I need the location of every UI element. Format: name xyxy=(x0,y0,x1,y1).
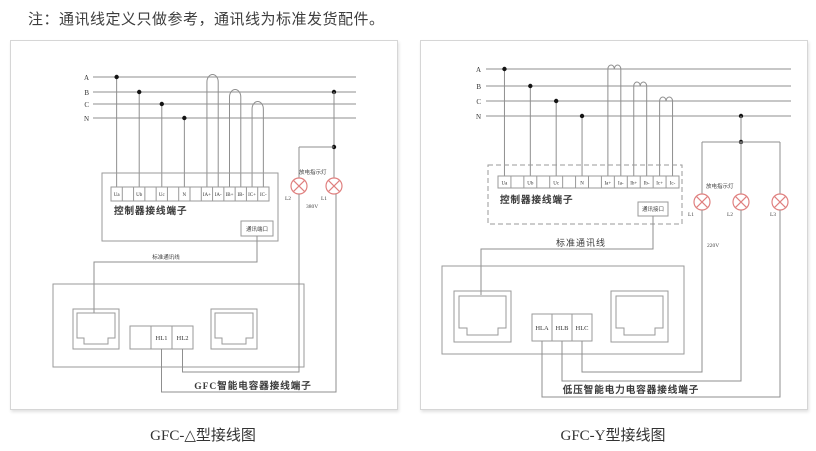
terminal-label: Ib- xyxy=(644,182,650,187)
comm-port-label: 通讯端口 xyxy=(246,225,268,233)
ct-coil-c xyxy=(251,101,264,187)
rj45-jack-right xyxy=(210,308,258,350)
capacitor-label: 低压智能电力电容器接线端子 xyxy=(562,384,700,396)
terminal-label: Ub xyxy=(527,182,534,187)
terminal-label: IA+ xyxy=(203,193,211,198)
phase-label-n: N xyxy=(476,113,481,121)
right-caption: GFC-Y型接线图 xyxy=(560,428,666,444)
indicator-lamp xyxy=(290,177,308,195)
terminal-label: IB- xyxy=(237,193,244,198)
terminal-label: Ua xyxy=(114,193,121,198)
indicator-lamp xyxy=(325,177,343,195)
terminal-label: IB+ xyxy=(226,193,234,198)
controller-label: 控制器接线端子 xyxy=(500,194,574,206)
phase-label-b: B xyxy=(84,89,89,97)
capacitor-box: HLA HLB HLC xyxy=(441,265,685,355)
indicator-lamp xyxy=(693,193,711,211)
terminal-label: Ia- xyxy=(618,182,624,187)
indicator-lamp xyxy=(732,193,750,211)
phase-label-a: A xyxy=(84,74,89,82)
comm-port-box: 通讯接口 xyxy=(637,201,669,217)
comm-wire: 标准通讯线 xyxy=(93,236,258,313)
terminal-label: Uc xyxy=(553,182,560,187)
terminal-label: IC- xyxy=(260,193,267,198)
terminal-label: Ia+ xyxy=(605,182,612,187)
terminal-dividers xyxy=(510,176,667,188)
left-diagram-panel: A B C N Ua Ub Uc N IA+ IA- IB+ I xyxy=(10,40,398,410)
controller-label: 控制器接线端子 xyxy=(114,205,188,217)
rj45-jack-left xyxy=(72,308,120,350)
comm-wire-label: 标准通讯线 xyxy=(152,253,180,261)
indicator-lamp xyxy=(771,193,789,211)
voltage-tap-wires xyxy=(502,66,585,176)
lamp-group-label: 放电指示灯 xyxy=(299,168,327,176)
lamp-name: L1 xyxy=(321,196,327,202)
capacitor-terminal-label: HLB xyxy=(556,325,570,332)
comm-port-box: 通讯端口 xyxy=(240,220,274,237)
capacitor-terminal-label: HLC xyxy=(576,325,589,332)
ct-coil-c xyxy=(659,96,674,176)
capacitor-terminal-label: HLA xyxy=(535,325,549,332)
rj45-jack-left xyxy=(453,290,512,343)
capacitor-terminal-label: HL2 xyxy=(177,335,189,342)
terminal-label: N xyxy=(183,193,187,198)
bus-lines: A B C N xyxy=(84,74,356,123)
rj45-jack-right xyxy=(610,290,669,343)
lamp-group-label: 放电指示灯 xyxy=(706,182,734,190)
capacitor-terminal-strip: HL1 HL2 xyxy=(129,325,194,350)
right-diagram: A B C N Ua Ub Uc N Ia+ Ia xyxy=(441,64,791,398)
discharge-lamp-circuit: 放电指示灯 L1 L2 L3 220V xyxy=(541,113,789,398)
phase-label-a: A xyxy=(476,66,481,74)
terminal-label: N xyxy=(580,182,584,187)
terminal-dividers xyxy=(121,187,259,201)
terminal-label: Uc xyxy=(159,193,166,198)
ct-coil-b xyxy=(229,89,242,187)
phase-label-n: N xyxy=(84,115,89,123)
comm-wire-label: 标准通讯线 xyxy=(556,237,606,248)
terminal-label: Ic- xyxy=(670,182,676,187)
discharge-lamp-circuit: 放电指示灯 L2 L1 380V xyxy=(161,89,343,393)
capacitor-terminal-label: HL1 xyxy=(156,335,168,342)
capacitor-box: HL1 HL2 xyxy=(52,283,305,368)
lamp-name: L2 xyxy=(285,196,291,202)
terminal-label: Ua xyxy=(502,182,509,187)
lamp-name: L1 xyxy=(688,212,694,218)
ct-coil-a xyxy=(607,64,622,176)
lamp-name: L3 xyxy=(770,212,776,218)
ct-coil-b xyxy=(633,81,648,176)
right-diagram-panel: A B C N Ua Ub Uc N Ia+ Ia xyxy=(420,40,808,410)
terminal-label: Ub xyxy=(136,193,143,198)
ct-coil-a xyxy=(206,74,219,187)
phase-label-b: B xyxy=(476,83,481,91)
terminal-label: Ic+ xyxy=(656,182,663,187)
terminal-label: IC+ xyxy=(248,193,256,198)
left-caption: GFC-△型接线图 xyxy=(150,428,256,444)
terminal-label: IA- xyxy=(215,193,222,198)
phase-label-c: C xyxy=(476,98,481,106)
phase-label-c: C xyxy=(84,101,89,109)
controller-box: Ua Ub Uc N IA+ IA- IB+ IB- IC+ IC- 控制器接线… xyxy=(101,172,279,242)
capacitor-label: GFC智能电容器接线端子 xyxy=(194,380,312,392)
comm-wire: 标准通讯线 xyxy=(480,216,654,295)
note-text: 注：通讯线定义只做参考，通讯线为标准发货配件。 xyxy=(28,11,385,28)
controller-box: Ua Ub Uc N Ia+ Ia- Ib+ Ib- Ic+ Ic- 控制器接线… xyxy=(487,164,683,225)
comm-port-label: 通讯接口 xyxy=(642,205,664,213)
voltage-label: 380V xyxy=(306,204,318,210)
voltage-label: 220V xyxy=(707,243,719,249)
left-diagram: A B C N Ua Ub Uc N IA+ IA- IB+ I xyxy=(52,74,356,393)
terminal-label: Ib+ xyxy=(630,182,637,187)
lamp-name: L2 xyxy=(727,212,733,218)
capacitor-terminal-strip: HLA HLB HLC xyxy=(531,313,593,342)
